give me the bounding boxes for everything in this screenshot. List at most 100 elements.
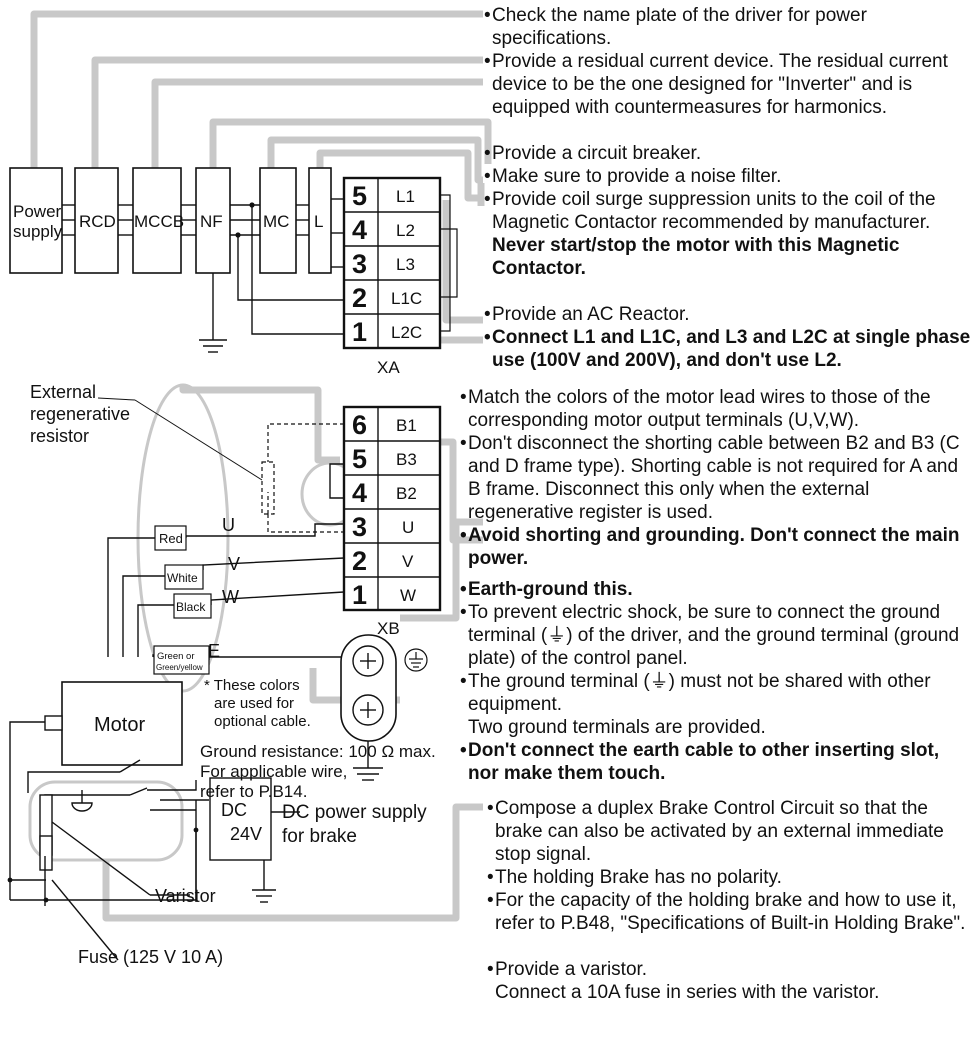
power-chain [9, 167, 442, 350]
brake-circuit [9, 721, 300, 961]
junction-dot [249, 202, 255, 208]
note-earth-cable: •Don't connect the earth cable to other … [460, 740, 940, 784]
phase-w-label: W [222, 587, 239, 607]
note-two-terminals: Two ground terminals are provided. [468, 717, 766, 738]
resistor-label-dash [97, 397, 136, 401]
shorting-cable [329, 463, 344, 499]
xb-num: 3 [352, 512, 367, 542]
xb-num: 6 [352, 410, 367, 440]
note-fuse-series: Connect a 10A fuse in series with the va… [495, 982, 880, 1003]
xb-num: 4 [352, 478, 367, 508]
phase-v-label: V [228, 554, 240, 574]
leader-mc [267, 136, 483, 184]
ground-under [353, 741, 383, 781]
motor-label: Motor [94, 714, 145, 736]
xb-num: 5 [352, 444, 367, 474]
leader-rcd [91, 56, 483, 168]
note-avoid-shorting: •Avoid shorting and grounding. Don't con… [460, 525, 960, 569]
note-single-phase: •Connect L1 and L1C, and L3 and L2C at s… [484, 327, 971, 371]
resistor-pointer [134, 399, 263, 481]
note-electric-shock: •To prevent electric shock, be sure to c… [460, 602, 960, 669]
ground-screw [352, 645, 384, 726]
nf-label: NF [200, 212, 223, 231]
rcd-label: RCD [79, 212, 116, 231]
xa-term: L1 [396, 187, 415, 206]
dc-box-label: DC [221, 800, 247, 820]
note-circuit-breaker: •Provide a circuit breaker. [484, 143, 702, 164]
xb-num: 2 [352, 546, 367, 576]
wire-color-white: White [167, 571, 198, 585]
xa-label: XA [377, 358, 400, 377]
wire-color-green: Green/yellow [156, 663, 203, 672]
wire-tag-green [153, 645, 210, 675]
xb-num: 1 [352, 580, 367, 610]
rcd-box [74, 167, 119, 274]
xa-num: 4 [352, 215, 367, 245]
xa-num: 5 [352, 181, 367, 211]
xb-term: B2 [396, 484, 417, 503]
power-wires [62, 198, 344, 353]
leader-nf [209, 118, 492, 168]
ground-symbol-icon: ⏚ [547, 625, 567, 646]
note-not-shared: •The ground terminal (⏚) must not be sha… [460, 671, 931, 738]
xa-terminal-block [342, 176, 442, 350]
note-earth-ground: •Earth-ground this. [460, 579, 633, 600]
leader-mccb [151, 78, 483, 168]
leader-lines [30, 10, 492, 922]
wire-color-red: Red [159, 531, 183, 546]
junction-dot [193, 827, 199, 833]
leader-ac-reactor [442, 200, 483, 324]
xa-term: L3 [396, 255, 415, 274]
ground-symbol-icon: ⏚ [649, 671, 669, 692]
motor-box [61, 681, 183, 766]
mccb-label: MCCB [134, 212, 184, 231]
xa-num: 1 [352, 317, 367, 347]
ground-resistance-label: Ground resistance: 100 Ω max. [200, 742, 436, 761]
phase-e-label: E [208, 641, 220, 661]
note-coil-surge: •Provide coil surge suppression units to… [484, 189, 936, 279]
mc-label: MC [263, 212, 289, 231]
xb-term: V [402, 552, 414, 571]
note-ac-reactor: •Provide an AC Reactor. [484, 304, 690, 325]
ground-resistance-label: refer to P.B14. [200, 782, 307, 801]
dc-supply-label: for brake [282, 826, 357, 847]
note-check-nameplate: •Check the name plate of the driver for … [484, 5, 867, 49]
power-supply-label: supply [13, 222, 63, 241]
note-shorting-cable: •Don't disconnect the shorting cable bet… [460, 433, 960, 523]
xb-term: B3 [396, 450, 417, 469]
xb-term: W [400, 586, 416, 605]
xb-term: U [402, 518, 414, 537]
note-residual-current: •Provide a residual current device. The … [484, 51, 948, 118]
ext-resistor-label: External [30, 382, 96, 402]
note-no-polarity: •The holding Brake has no polarity. [487, 867, 782, 888]
xa-num: 2 [352, 283, 367, 313]
junction-dot [7, 877, 13, 883]
wire-color-green: Green or [157, 651, 195, 662]
external-resistor [261, 423, 344, 533]
xb-labels: 6 5 4 3 2 1 B1 B3 B2 U V W XB [352, 410, 417, 638]
xa-grid [344, 178, 440, 348]
junction-dot [235, 232, 241, 238]
note-duplex-brake: •Compose a duplex Brake Control Circuit … [487, 798, 944, 865]
wire-color-black: Black [176, 600, 206, 614]
power-supply-label: Power [13, 202, 62, 221]
note-match-colors: •Match the colors of the motor lead wire… [460, 387, 931, 431]
wire-tag-white [164, 564, 204, 590]
ext-resistor-label: regenerative [30, 404, 130, 424]
xa-jumpers [440, 194, 458, 332]
cable-note: * These colors [204, 677, 300, 694]
cable-note: optional cable. [214, 713, 311, 730]
leader-brake [102, 803, 483, 922]
cable-note: are used for [214, 695, 294, 712]
ground-earth-symbol-icon [404, 648, 428, 672]
xa-term: L2C [391, 323, 422, 342]
phase-u-label: U [222, 515, 235, 535]
leader-power [30, 10, 483, 168]
varistor-label: Varistor [155, 886, 216, 906]
note-provide-varistor: •Provide a varistor.Connect a 10A fuse i… [487, 959, 880, 1003]
l-label: L [314, 212, 323, 231]
xb-label: XB [377, 619, 400, 638]
xa-labels: 5 4 3 2 1 L1 L2 L3 L1C L2C XA [352, 181, 422, 377]
nf-box [195, 167, 231, 274]
